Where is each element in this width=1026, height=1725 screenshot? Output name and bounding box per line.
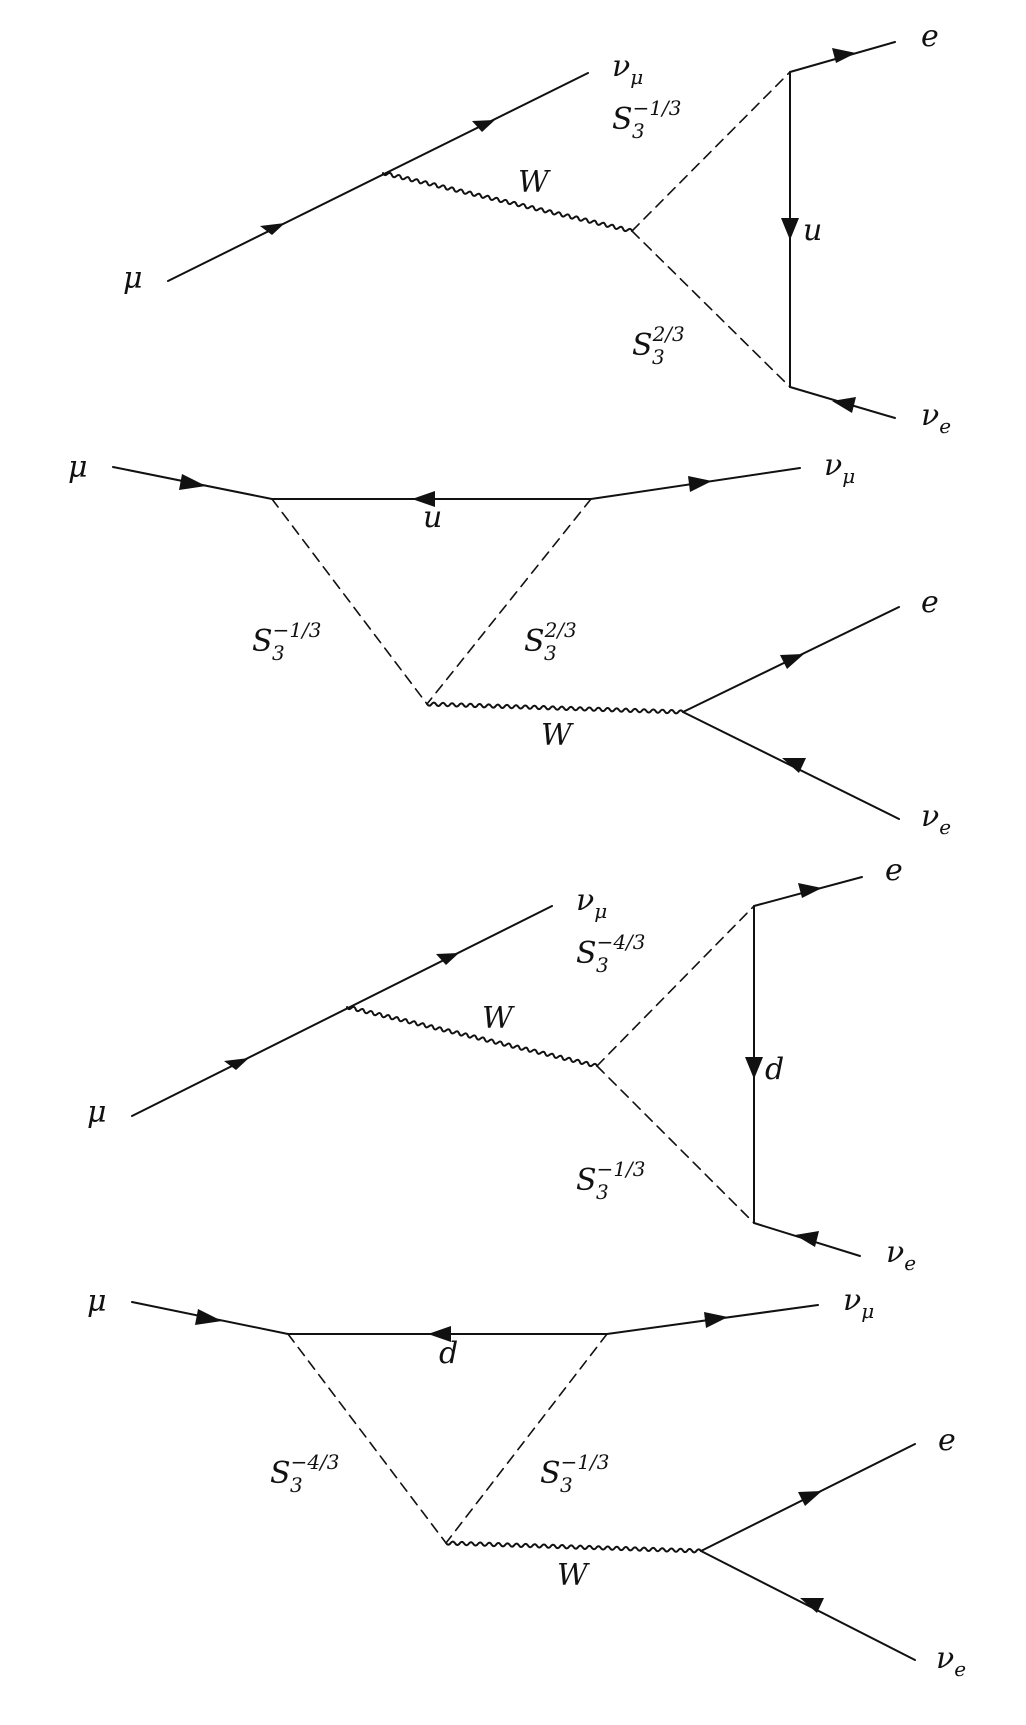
label-scalar-top-sub: 3 [632, 119, 645, 143]
arrow-quark [412, 491, 435, 507]
arrow-muon-in [260, 223, 285, 235]
label-w: W [482, 1001, 515, 1036]
arrow-quark [745, 1057, 763, 1079]
w-boson [382, 171, 633, 233]
diagram-2: μ νμ u S−1/3 3 S2/3 3 W e νe [68, 448, 951, 839]
arrow-muon-in [179, 474, 206, 490]
arrow-quark [781, 218, 799, 240]
arrow-muon-in [195, 1309, 222, 1325]
label-muon-in: μ [87, 1095, 107, 1130]
arrow-nue [832, 397, 856, 413]
label-quark: d [765, 1052, 784, 1087]
label-scalar-top: S−4/3 [576, 930, 646, 971]
w-boson [346, 1005, 598, 1068]
label-w: W [557, 1558, 590, 1593]
label-scalar-bottom-sub: 3 [596, 1180, 609, 1204]
scalar-left [271, 498, 428, 705]
label-electron: e [938, 1423, 956, 1458]
arrow-numu-out [688, 476, 712, 492]
label-scalar-bottom: S2/3 [632, 322, 685, 363]
label-w: W [541, 718, 574, 753]
label-scalar-left-sub: 3 [272, 641, 285, 665]
label-scalar-right: S−1/3 [540, 1450, 610, 1491]
label-electron: e [921, 19, 939, 54]
label-numu-out: νμ [824, 448, 855, 488]
scalar-top [596, 905, 755, 1067]
diagram-3: μ νμ S−4/3 3 W d S−1/3 3 e νe [87, 853, 916, 1275]
label-muon-in: μ [123, 261, 143, 296]
label-electron: e [885, 853, 903, 888]
label-quark: u [803, 213, 822, 248]
label-numu-out: νμ [576, 883, 607, 923]
label-scalar-top: S−1/3 [612, 96, 682, 137]
label-scalar-bottom: S−1/3 [576, 1157, 646, 1198]
label-scalar-left-sub: 3 [290, 1473, 303, 1497]
arrow-nue [782, 758, 806, 773]
scalar-right [426, 498, 592, 705]
scalar-left [287, 1333, 447, 1544]
label-scalar-left: S−4/3 [270, 1450, 340, 1491]
muon-line [167, 72, 589, 282]
arrow-numu-out [436, 953, 459, 965]
label-electron: e [921, 585, 939, 620]
w-boson [445, 1540, 702, 1554]
label-nue: νe [921, 398, 951, 438]
nue-line [700, 1550, 916, 1661]
label-scalar-top-sub: 3 [596, 953, 609, 977]
label-nue: νe [886, 1235, 916, 1275]
scalar-top [631, 71, 791, 232]
arrow-numu-out [704, 1312, 728, 1328]
diagram-4: μ νμ d S−4/3 3 S−1/3 3 W e νe [87, 1283, 966, 1681]
diagram-1: μ νμ S−1/3 3 W u S2/3 3 e νe [123, 19, 951, 438]
label-muon-in: μ [87, 1284, 107, 1319]
arrow-electron [798, 1491, 822, 1506]
scalar-bottom [596, 1065, 755, 1224]
label-nue: νe [921, 799, 951, 839]
label-numu-out: νμ [612, 49, 643, 89]
label-scalar-right-sub: 3 [544, 641, 557, 665]
scalar-bottom [631, 230, 791, 388]
arrow-electron [798, 883, 822, 898]
label-w: W [518, 165, 551, 200]
label-muon-in: μ [68, 450, 88, 485]
arrow-electron [780, 654, 804, 669]
arrow-quark [428, 1326, 451, 1342]
scalar-right [445, 1333, 608, 1544]
label-nue: νe [936, 1641, 966, 1681]
arrow-nue [795, 1231, 819, 1247]
label-scalar-bottom-sub: 3 [652, 345, 665, 369]
arrow-electron [832, 48, 856, 63]
arrow-numu-out [472, 120, 495, 132]
muon-line [131, 905, 553, 1117]
w-boson [426, 701, 684, 715]
label-scalar-left: S−1/3 [252, 618, 322, 659]
label-scalar-right: S2/3 [524, 618, 577, 659]
arrow-muon-in [224, 1058, 249, 1070]
label-quark: u [423, 500, 442, 535]
label-numu-out: νμ [843, 1283, 874, 1323]
arrow-nue [800, 1598, 824, 1613]
label-scalar-right-sub: 3 [560, 1473, 573, 1497]
label-quark: d [439, 1336, 458, 1371]
